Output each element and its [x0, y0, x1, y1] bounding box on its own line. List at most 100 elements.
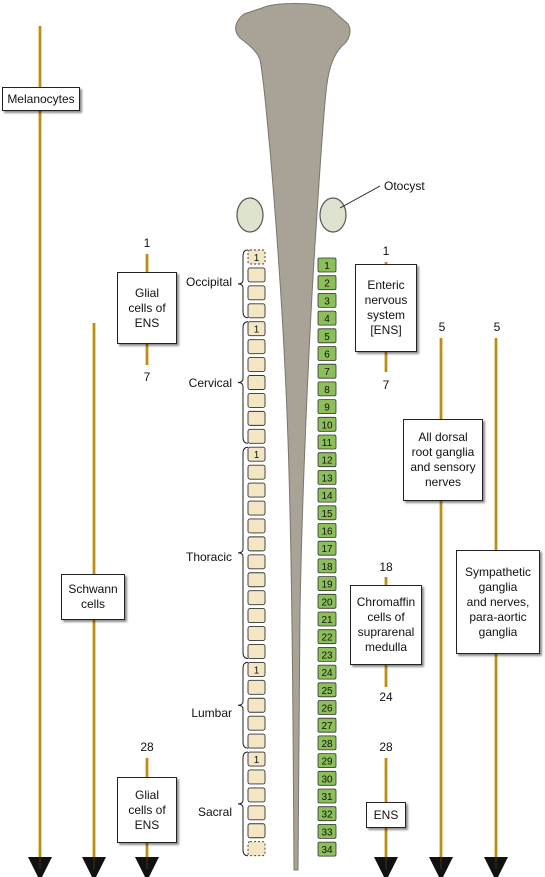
somite-first-label: 1	[254, 755, 260, 766]
region-label-occipital: Occipital	[185, 275, 232, 289]
svg-text:10: 10	[321, 420, 333, 431]
melanocytes-box: Melanocytes	[2, 87, 80, 111]
somite	[247, 626, 266, 641]
neural-segment: 26	[317, 700, 337, 715]
somite	[247, 392, 266, 408]
neural-segment: 29	[317, 753, 337, 768]
somite	[247, 644, 266, 659]
region-label-thoracic: Thoracic	[185, 550, 232, 564]
somite	[247, 410, 266, 426]
svg-text:4: 4	[324, 314, 330, 325]
otocyst-left	[236, 197, 264, 233]
neural-segment: 4	[317, 310, 337, 326]
chromaffin-cells-box: Chromaffin cells of suprarenal medulla	[350, 585, 422, 665]
somite	[247, 697, 266, 713]
svg-text:15: 15	[321, 509, 333, 520]
neural-segment: 15	[317, 505, 337, 521]
somite	[247, 285, 266, 301]
somite: 1	[247, 446, 266, 462]
svg-text:27: 27	[321, 721, 333, 732]
svg-text:11: 11	[322, 438, 333, 449]
somite	[247, 769, 266, 785]
drg-start-number: 5	[438, 320, 446, 334]
ens-bottom-start-number: 28	[379, 740, 393, 754]
chromaffin-start-number: 18	[379, 560, 393, 574]
somite-first-label: 1	[254, 665, 260, 676]
neural-segment: 34	[317, 841, 337, 857]
region-label-cervical: Cervical	[188, 376, 232, 390]
somite	[247, 339, 266, 355]
neural-segment: 9	[317, 399, 337, 415]
glial-bottom-start-number: 28	[140, 740, 154, 754]
sympathetic-start-number: 5	[493, 320, 501, 334]
region-label-sacral: Sacral	[197, 805, 232, 819]
svg-text:14: 14	[321, 491, 333, 502]
svg-text:34: 34	[321, 845, 333, 856]
somite	[247, 733, 266, 749]
somite	[247, 572, 266, 588]
neural-segment: 28	[317, 735, 337, 751]
glial-cells-top-box: Glial cells of ENS	[117, 272, 177, 344]
somite	[247, 357, 266, 373]
neural-segment: 21	[317, 611, 337, 627]
glial-top-end-number: 7	[143, 370, 151, 384]
somite: 1	[247, 321, 266, 337]
somite	[247, 464, 266, 480]
brace-thoracic	[237, 446, 249, 659]
svg-text:12: 12	[321, 456, 333, 467]
somite: 1	[247, 249, 266, 265]
svg-text:17: 17	[321, 544, 333, 555]
neural-segment: 12	[317, 452, 337, 468]
somite	[247, 841, 266, 857]
somite	[247, 500, 266, 516]
neural-segment: 19	[317, 576, 337, 591]
neural-segment: 16	[317, 523, 337, 538]
svg-text:24: 24	[321, 668, 333, 679]
neural-segment: 5	[317, 328, 337, 344]
otocyst-right	[319, 197, 347, 233]
enteric-end-number: 7	[382, 378, 390, 392]
glial-cells-bottom-box: Glial cells of ENS	[117, 777, 177, 843]
brace-occipital	[237, 249, 249, 319]
neural-segment: 10	[317, 416, 337, 432]
svg-text:33: 33	[321, 827, 333, 838]
neural-tube	[235, 3, 351, 871]
enteric-start-number: 1	[382, 244, 390, 258]
svg-text:13: 13	[321, 473, 333, 484]
region-label-lumbar: Lumbar	[191, 706, 232, 720]
svg-text:26: 26	[321, 704, 333, 715]
schwann-cells-box: Schwann cells	[61, 574, 125, 620]
neural-segment: 13	[317, 469, 337, 485]
otocyst-label: Otocyst	[384, 179, 425, 193]
svg-text:19: 19	[321, 580, 333, 591]
svg-text:3: 3	[324, 296, 330, 307]
somite	[247, 375, 266, 390]
neural-segment: 24	[317, 664, 337, 680]
neural-segment: 8	[317, 381, 337, 397]
somite	[247, 518, 266, 534]
enteric-nervous-system-box: Enteric nervous system [ENS]	[355, 264, 417, 352]
somite	[247, 715, 266, 731]
neural-segment: 14	[317, 487, 337, 503]
brace-lumbar	[237, 661, 249, 749]
somite	[247, 554, 266, 570]
svg-text:18: 18	[321, 562, 333, 573]
svg-text:9: 9	[324, 403, 330, 414]
neural-segment: 11	[317, 434, 337, 450]
neural-segment: 22	[317, 629, 337, 645]
ens-bottom-box: ENS	[366, 802, 406, 828]
glial-top-start-number: 1	[143, 236, 151, 250]
neural-segment: 7	[317, 363, 337, 379]
brace-cervical	[237, 321, 249, 444]
somite	[247, 590, 266, 606]
svg-text:5: 5	[324, 332, 330, 343]
sympathetic-ganglia-box: Sympathetic ganglia and nerves, para-aor…	[456, 550, 540, 654]
somite	[247, 303, 266, 319]
somite-first-label: 1	[254, 253, 260, 264]
somite	[247, 536, 266, 552]
svg-text:30: 30	[321, 774, 333, 785]
svg-text:22: 22	[321, 633, 333, 644]
svg-text:31: 31	[321, 792, 333, 803]
somite-first-label: 1	[254, 450, 260, 461]
otocyst-leader-line	[339, 185, 381, 209]
